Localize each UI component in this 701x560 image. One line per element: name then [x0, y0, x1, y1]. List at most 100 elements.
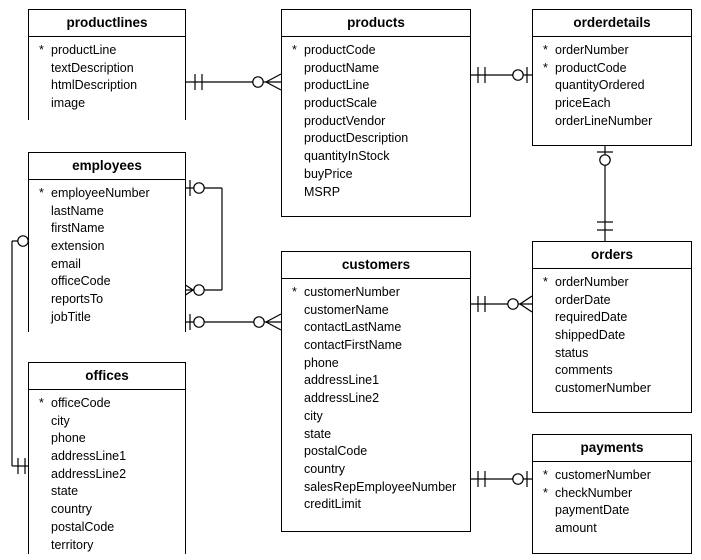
attribute-name: textDescription — [51, 60, 134, 75]
attribute-name: productScale — [304, 96, 377, 111]
attribute-name: creditLimit — [304, 497, 361, 512]
entity-employees[interactable]: employees *employeeNumber lastName first… — [28, 152, 186, 334]
attribute-row: image — [29, 95, 185, 113]
attribute-list-productlines: *productLine textDescription htmlDescrip… — [29, 37, 185, 120]
attribute-row: postalCode — [282, 443, 470, 461]
attribute-name: productLine — [51, 43, 117, 57]
attribute-row: city — [282, 408, 470, 426]
attribute-name: productName — [304, 60, 380, 75]
attribute-name: phone — [304, 355, 339, 370]
attribute-row: paymentDate — [533, 502, 691, 520]
attribute-name: officeCode — [51, 274, 111, 289]
attribute-name: jobTitle — [51, 309, 91, 324]
connector-customers-orders — [471, 295, 533, 313]
attribute-name: addressLine2 — [304, 391, 380, 406]
attribute-name: employeeNumber — [51, 186, 150, 200]
pk-marker: * — [292, 43, 297, 57]
attribute-row: state — [282, 426, 470, 444]
entity-title-customers: customers — [282, 252, 470, 279]
attribute-name: reportsTo — [51, 292, 104, 307]
attribute-name: postalCode — [51, 519, 115, 534]
attribute-row: *orderNumber — [533, 42, 691, 60]
attribute-row: amount — [533, 520, 691, 538]
attribute-name: customerNumber — [304, 285, 400, 299]
entity-offices[interactable]: offices *officeCode city phone addressLi… — [28, 362, 186, 560]
attribute-list-orders: *orderNumber orderDate requiredDate ship… — [533, 269, 691, 405]
attribute-row: *productCode — [533, 60, 691, 78]
attribute-name: orderDate — [555, 292, 611, 307]
attribute-row: jobTitle — [29, 309, 185, 327]
attribute-name: country — [51, 502, 92, 517]
attribute-name: officeCode — [51, 396, 111, 410]
attribute-name: orderNumber — [555, 275, 629, 289]
attribute-name: postalCode — [304, 444, 368, 459]
pk-marker: * — [39, 186, 44, 200]
attribute-row: *productLine — [29, 42, 185, 60]
attribute-row: addressLine2 — [29, 466, 185, 484]
entity-payments[interactable]: payments *customerNumber *checkNumber pa… — [532, 434, 692, 554]
attribute-name: shippedDate — [555, 328, 626, 343]
attribute-name: quantityInStock — [304, 149, 390, 164]
attribute-name: customerName — [304, 302, 389, 317]
entity-customers[interactable]: customers *customerNumber customerName c… — [281, 251, 471, 532]
attribute-list-customers: *customerNumber customerName contactLast… — [282, 279, 470, 521]
attribute-row: productLine — [282, 77, 470, 95]
attribute-row: productScale — [282, 95, 470, 113]
attribute-row: territory — [29, 537, 185, 555]
attribute-name: amount — [555, 521, 597, 536]
attribute-row: productDescription — [282, 130, 470, 148]
entity-title-products: products — [282, 10, 470, 37]
entity-orderdetails[interactable]: orderdetails *orderNumber *productCode q… — [532, 9, 692, 146]
attribute-name: firstName — [51, 221, 105, 236]
attribute-name: territory — [51, 537, 94, 552]
attribute-row: salesRepEmployeeNumber — [282, 479, 470, 497]
attribute-row: productName — [282, 60, 470, 78]
attribute-row: country — [29, 501, 185, 519]
attribute-name: requiredDate — [555, 310, 628, 325]
pk-marker: * — [39, 396, 44, 410]
attribute-row: htmlDescription — [29, 77, 185, 95]
attribute-row: contactFirstName — [282, 337, 470, 355]
attribute-name: productCode — [304, 43, 376, 57]
attribute-name: quantityOrdered — [555, 78, 645, 93]
connector-products-orderdetails — [471, 67, 532, 83]
entity-title-payments: payments — [533, 435, 691, 462]
attribute-row: quantityOrdered — [533, 77, 691, 95]
attribute-name: email — [51, 256, 81, 271]
attribute-row: *customerNumber — [282, 284, 470, 302]
attribute-row: addressLine1 — [29, 448, 185, 466]
attribute-name: state — [51, 484, 79, 499]
attribute-list-orderdetails: *orderNumber *productCode quantityOrdere… — [533, 37, 691, 138]
entity-orders[interactable]: orders *orderNumber orderDate requiredDa… — [532, 241, 692, 413]
attribute-name: addressLine2 — [51, 466, 127, 481]
pk-marker: * — [543, 485, 548, 500]
attribute-row: * employeeNumber — [29, 185, 185, 203]
attribute-name: comments — [555, 363, 613, 378]
pk-marker: * — [543, 468, 548, 482]
entity-title-productlines: productlines — [29, 10, 185, 37]
attribute-row: firstName — [29, 220, 185, 238]
attribute-row: creditLimit — [282, 496, 470, 514]
attribute-row: orderLineNumber — [533, 113, 691, 131]
attribute-row: shippedDate — [533, 327, 691, 345]
attribute-row: priceEach — [533, 95, 691, 113]
attribute-name: country — [304, 461, 345, 476]
attribute-row: addressLine1 — [282, 372, 470, 390]
attribute-row: lastName — [29, 203, 185, 221]
attribute-name: city — [304, 408, 323, 423]
attribute-row: productVendor — [282, 113, 470, 131]
attribute-row: customerNumber — [533, 380, 691, 398]
entity-products[interactable]: products * productCode productName produc… — [281, 9, 471, 217]
attribute-row: orderDate — [533, 292, 691, 310]
attribute-list-employees: *employeeNumber lastName firstName exten… — [29, 180, 185, 334]
attribute-name: buyPrice — [304, 166, 353, 181]
attribute-name: customerNumber — [555, 468, 651, 482]
attribute-name: paymentDate — [555, 503, 630, 518]
attribute-list-products: * productCode productName productLine pro… — [282, 37, 470, 209]
attribute-name: productDescription — [304, 131, 409, 146]
attribute-row: phone — [29, 430, 185, 448]
entity-productlines[interactable]: productlines *productLine textDescriptio… — [28, 9, 186, 120]
attribute-row: country — [282, 461, 470, 479]
attribute-name: customerNumber — [555, 381, 651, 396]
